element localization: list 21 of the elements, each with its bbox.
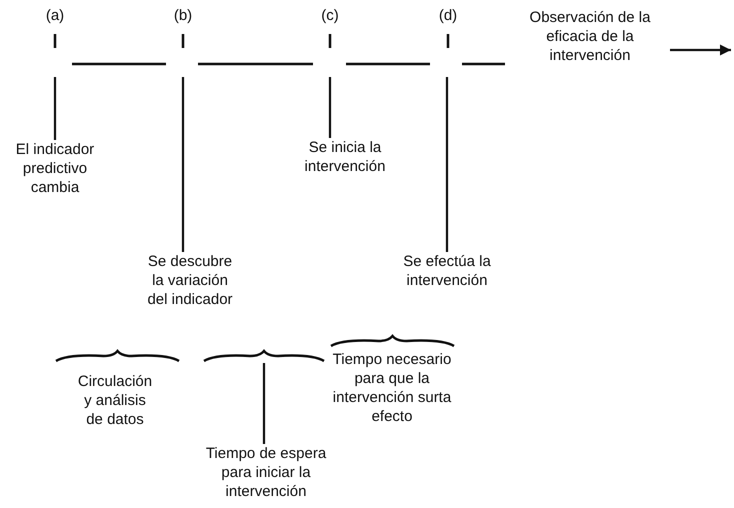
curly-brace: [203, 349, 325, 363]
point-label: (d): [438, 6, 458, 25]
event-text: Se efectúa la intervención: [392, 252, 502, 290]
event-text: Circulación y análisis de datos: [75, 372, 155, 429]
leader-line: [328, 77, 332, 138]
event-text: El indicador predictivo cambia: [0, 140, 110, 197]
point-label: (c): [321, 6, 339, 25]
leader-line: [262, 363, 266, 444]
curly-brace: [55, 349, 180, 363]
event-text: Tiempo necesario para que la intervención surta efecto: [328, 350, 456, 426]
curly-brace: [330, 334, 455, 348]
arrow: [670, 44, 731, 56]
leader-line: [54, 77, 56, 140]
event-text: Observación de la eficacia de la intervención: [510, 8, 670, 65]
event-text: Tiempo de espera para iniciar la intervención: [196, 444, 336, 501]
leader-line: [182, 77, 184, 252]
event-text: Se inicia la intervención: [290, 138, 400, 176]
leader-line: [446, 77, 448, 252]
event-text: Se descubre la variación del indicador: [144, 252, 236, 309]
point-label: (b): [174, 6, 192, 25]
point-label: (a): [46, 6, 64, 25]
